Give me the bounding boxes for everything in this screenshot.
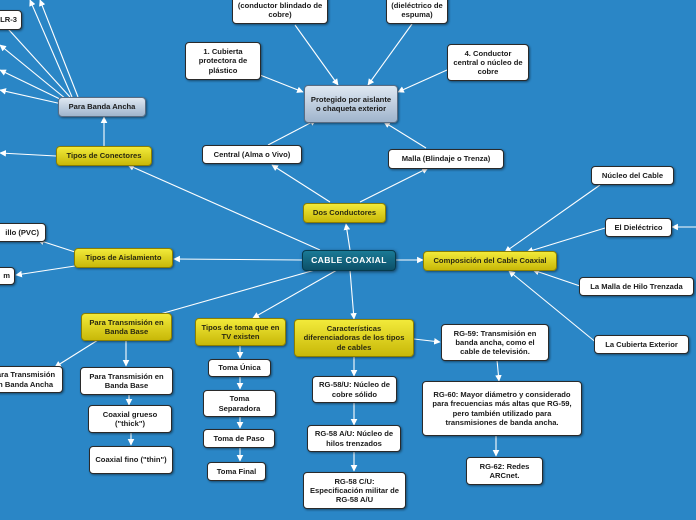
node-coaxial-grueso[interactable]: Coaxial grueso ("thick") (88, 405, 172, 433)
node-central-alma[interactable]: Central (Alma o Vivo) (202, 145, 302, 164)
node-protegido[interactable]: Protegido por aislante o chaqueta exteri… (304, 85, 398, 123)
node-conductor-cobre[interactable]: (conductor blindado de cobre) (232, 0, 328, 24)
node-transmision-banda-base[interactable]: Para Transmisión en Banda Base (80, 367, 173, 395)
central-node[interactable]: CABLE COAXIAL (302, 250, 396, 271)
node-toma-final[interactable]: Toma Final (207, 462, 266, 481)
node-rg58au[interactable]: RG-58 A/U: Núcleo de hilos trenzados (307, 425, 401, 452)
topic-conectores[interactable]: Tipos de Conectores (56, 146, 152, 166)
node-conductor-central[interactable]: 4. Conductor central o núcleo de cobre (447, 44, 529, 81)
node-rg58u[interactable]: RG-58/U: Núcleo de cobre sólido (312, 376, 397, 403)
topic-dos-conductores[interactable]: Dos Conductores (303, 203, 386, 223)
node-malla-hilo[interactable]: La Malla de Hilo Trenzada (579, 277, 694, 296)
node-transmision-banda-ancha[interactable]: Para Transmisión en Banda Ancha (0, 366, 63, 393)
topic-banda-base[interactable]: Para Transmisión en Banda Base (81, 313, 172, 341)
node-toma-unica[interactable]: Toma Única (208, 359, 271, 377)
node-malla-blindaje[interactable]: Malla (Blindaje o Trenza) (388, 149, 504, 169)
node-dielectrico[interactable]: El Dieléctrico (605, 218, 672, 237)
topic-caracteristicas[interactable]: Características diferenciadoras de los t… (294, 319, 414, 357)
topic-composicion[interactable]: Composición del Cable Coaxial (423, 251, 557, 271)
node-nucleo-cable[interactable]: Núcleo del Cable (591, 166, 674, 185)
node-cubierta-plastico[interactable]: 1. Cubierta protectora de plástico (185, 42, 261, 80)
node-coaxial-fino[interactable]: Coaxial fino ("thin") (89, 446, 173, 474)
topic-aislamiento[interactable]: Tipos de Aislamiento (74, 248, 173, 268)
node-aislamiento-otro[interactable]: m (0, 267, 15, 285)
node-rg59[interactable]: RG-59: Transmisión en banda ancha, como … (441, 324, 549, 361)
node-toma-separadora[interactable]: Toma Separadora (203, 390, 276, 417)
node-conector-bnc[interactable]: LR-3 (0, 10, 22, 30)
node-toma-paso[interactable]: Toma de Paso (203, 429, 275, 448)
node-rg62[interactable]: RG-62: Redes ARCnet. (466, 457, 543, 485)
node-aislamiento-pvc[interactable]: illo (PVC) (0, 223, 46, 242)
node-aislante-espuma[interactable]: (dieléctrico de espuma) (386, 0, 448, 24)
node-rg60[interactable]: RG-60: Mayor diámetro y considerado para… (422, 381, 582, 436)
topic-toma-tv[interactable]: Tipos de toma que en TV existen (195, 318, 286, 346)
node-para-banda-ancha[interactable]: Para Banda Ancha (58, 97, 146, 117)
node-cubierta-exterior[interactable]: La Cubierta Exterior (594, 335, 689, 354)
node-rg58cu[interactable]: RG-58 C/U: Especificación militar de RG-… (303, 472, 406, 509)
